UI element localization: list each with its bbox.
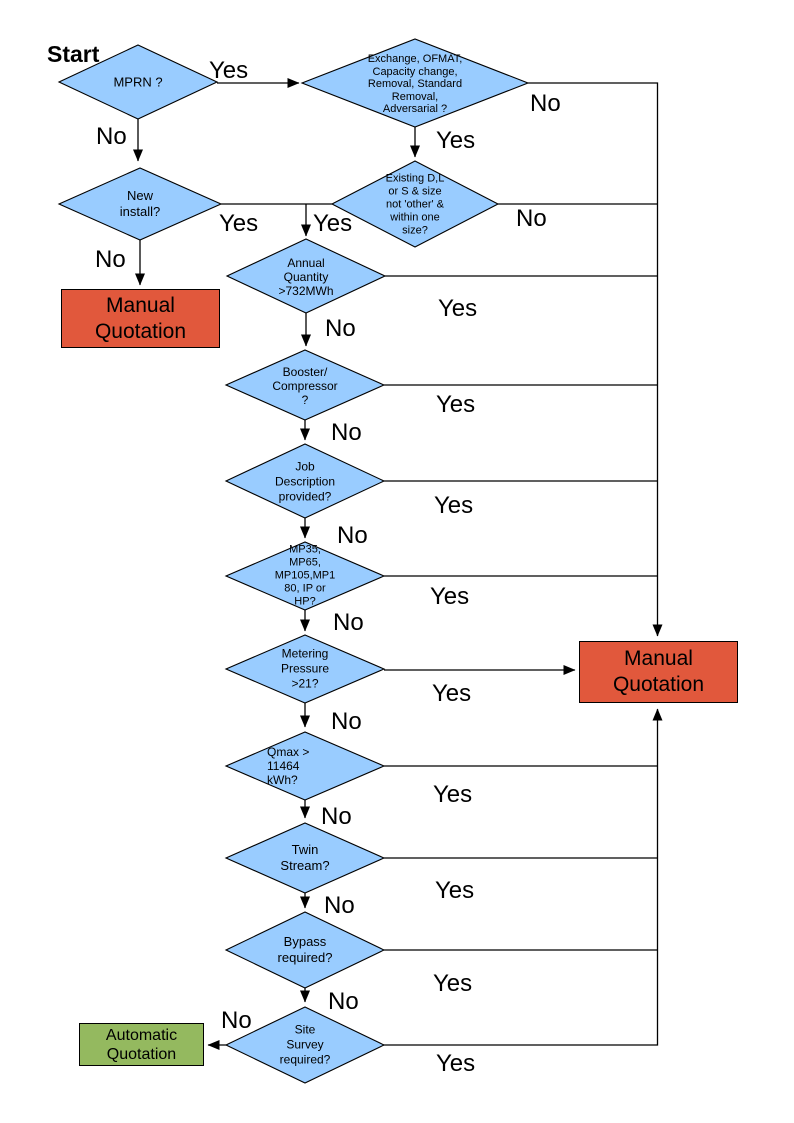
terminal-automatic-quotation: Automatic Quotation [79,1023,204,1066]
node-exchange-shape [300,38,530,128]
label-exchange-no: No [530,90,561,117]
node-bypass-label: Bypass required? [277,934,333,965]
node-new-install-shape [57,167,223,241]
terminal-manual-quotation-right: Manual Quotation [579,641,738,703]
label-metering-no: No [331,708,362,735]
label-bypass-no: No [328,988,359,1015]
label-qmax-no: No [321,803,352,830]
node-survey-label: Site Survey required? [279,1022,331,1067]
node-job-shape [224,443,386,519]
node-qmax-shape [224,731,386,801]
node-existing-label: Existing D,L or S & size not 'other' & w… [385,172,445,237]
label-existing-no: No [516,205,547,232]
label-job-no: No [337,522,368,549]
node-new-install-label: New install? [119,188,161,219]
label-annual-no: No [325,315,356,342]
label-existing-yes: Yes [313,210,353,237]
node-twin-label: Twin Stream? [280,842,330,873]
node-exchange-label: Exchange, OFMAT, Capacity change, Remova… [367,52,463,115]
node-mprn-shape [57,44,219,120]
node-mprn-label: MPRN ? [113,74,163,90]
node-job-label: Job Description provided? [274,459,336,504]
node-bypass-shape [224,911,386,989]
edge-exchange-no-trunk-top [528,82,663,637]
label-bypass-yes: Yes [433,970,473,997]
terminal-manual-right-label: Manual Quotation [612,647,705,696]
node-annual-shape [225,238,387,314]
label-twin-yes: Yes [435,877,475,904]
node-mp-shape [224,541,386,611]
label-mp-yes: Yes [430,583,470,610]
label-twin-no: No [324,892,355,919]
label-annual-yes: Yes [438,295,478,322]
label-metering-yes: Yes [432,680,472,707]
label-newinstall-no: No [95,246,126,273]
label-booster-no: No [331,419,362,446]
node-booster-label: Booster/ Compressor ? [272,365,338,407]
node-twin-shape [224,822,386,894]
label-mp-no: No [333,609,364,636]
label-job-yes: Yes [434,492,474,519]
node-annual-label: Annual Quantity >732MWh [278,256,334,298]
node-existing-shape [330,160,500,248]
start-label: Start [47,41,100,67]
terminal-manual-left-label: Manual Quotation [94,293,187,343]
label-newinstall-yes: Yes [219,210,259,237]
label-mprn-no: No [96,123,127,150]
terminal-automatic-label: Automatic Quotation [105,1026,178,1063]
node-metering-label: Metering Pressure >21? [280,646,330,691]
label-survey-yes: Yes [436,1050,476,1077]
node-qmax-label: Qmax > 11464 kWh? [267,745,310,787]
node-survey-shape [224,1006,386,1084]
node-mp-label: MP35, MP65, MP105,MP1 80, IP or HP? [274,543,336,608]
label-survey-no: No [221,1007,252,1034]
node-booster-shape [224,349,386,421]
node-metering-shape [224,634,386,704]
edge-survey-yes-trunk-bottom [382,708,663,1046]
label-booster-yes: Yes [436,391,476,418]
label-mprn-yes: Yes [209,57,249,84]
terminal-manual-quotation-left: Manual Quotation [61,289,220,348]
label-exchange-yes: Yes [436,127,476,154]
label-qmax-yes: Yes [433,781,473,808]
